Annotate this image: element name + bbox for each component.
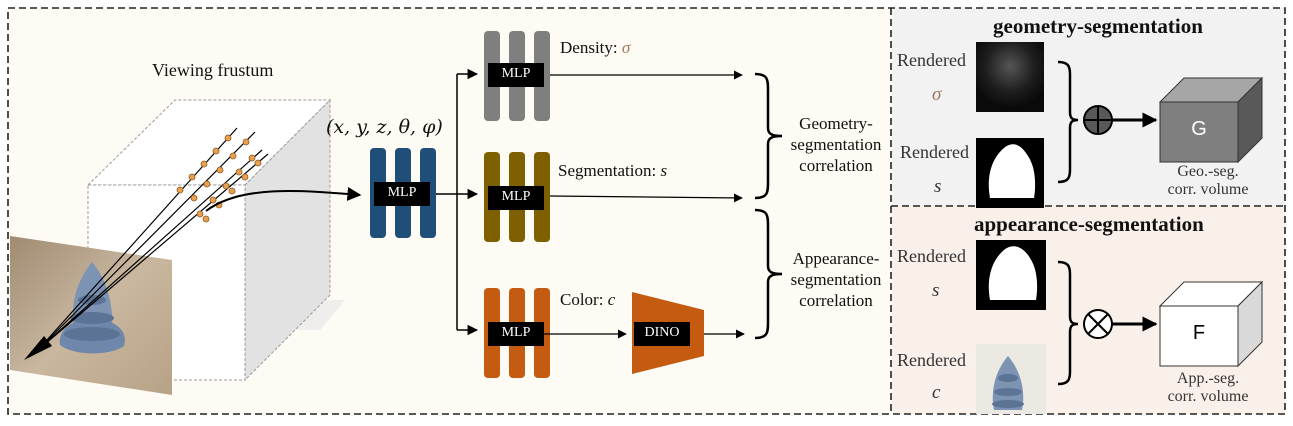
- density-mlp: [484, 31, 550, 121]
- app-caption-line-2: corr. volume: [1167, 388, 1249, 405]
- outer-dashed-border: [7, 7, 1286, 415]
- color-mlp: [484, 288, 550, 378]
- geo-corr-line-2: segmentation: [790, 135, 882, 154]
- rendered-color-label: Rendered: [897, 350, 966, 370]
- appearance-brace: [754, 208, 783, 340]
- app-volume-letter: F: [1192, 322, 1206, 344]
- rendered-seg-label-app: Rendered: [897, 246, 966, 266]
- app-volume-caption: App.-seg. corr. volume: [1150, 370, 1266, 406]
- rendered-seg-label-geo: Rendered: [900, 142, 969, 162]
- segmentation-output-arrow: [549, 193, 743, 203]
- color-mlp-label: MLP: [501, 325, 531, 340]
- seg-mask-app: [988, 246, 1038, 300]
- segmentation-text: Segmentation:: [558, 161, 657, 180]
- camera-arrowhead: [24, 336, 52, 360]
- geometry-brace: [754, 72, 783, 200]
- frustum-label: Viewing frustum: [152, 60, 274, 80]
- rendered-density-image: [976, 42, 1044, 112]
- geo-corr-line-3: correlation: [799, 156, 873, 175]
- segmentation-mlp-label: MLP: [501, 189, 531, 204]
- input-photo: [10, 236, 172, 395]
- appearance-correlation-label: Appearance- segmentation correlation: [780, 248, 892, 311]
- rendered-seg-symbol-app: s: [932, 280, 940, 301]
- branch-connectors: [436, 68, 479, 336]
- rendered-density-label: Rendered: [897, 50, 966, 70]
- segmentation-mlp: [484, 152, 550, 242]
- rendered-density-symbol: σ: [932, 84, 942, 105]
- color-symbol: c: [607, 290, 616, 309]
- input-mlp-label: MLP: [387, 185, 417, 200]
- color-output-label: Color: c: [560, 290, 615, 310]
- geo-corr-line-1: Geometry-: [799, 114, 873, 133]
- density-symbol: σ: [621, 38, 631, 57]
- appearance-panel-title: appearance-segmentation: [974, 212, 1204, 236]
- density-output-label: Density: σ: [560, 38, 630, 58]
- dino-encoder: [632, 292, 704, 374]
- geometry-panel-title: geometry-segmentation: [993, 14, 1203, 38]
- input-coords-label: (x, y, z, θ, φ): [326, 116, 443, 138]
- density-text: Density:: [560, 38, 618, 57]
- rendered-color-symbol: c: [932, 382, 941, 403]
- viewing-frustum: [86, 98, 345, 382]
- app-corr-line-2: segmentation: [790, 270, 882, 289]
- geo-caption-line-1: Geo.-seg.: [1177, 163, 1239, 180]
- segmentation-output-label: Segmentation: s: [558, 161, 667, 181]
- app-corr-line-1: Appearance-: [792, 249, 880, 268]
- app-caption-line-1: App.-seg.: [1176, 370, 1240, 387]
- seg-mask-geo: [988, 144, 1036, 198]
- rendered-seg-symbol-geo: s: [934, 176, 942, 197]
- appearance-small-brace: [1057, 260, 1079, 386]
- app-corr-volume-cube: [1158, 280, 1264, 368]
- color-text: Color:: [560, 290, 604, 309]
- dino-label: DINO: [644, 325, 680, 340]
- sample-points: [176, 134, 262, 223]
- geometry-small-brace: [1057, 60, 1079, 184]
- input-mlp: [370, 148, 436, 238]
- geo-volume-caption: Geo.-seg. corr. volume: [1150, 163, 1266, 199]
- geometry-correlation-label: Geometry- segmentation correlation: [780, 113, 892, 176]
- app-corr-line-3: correlation: [799, 291, 873, 310]
- geo-volume-letter: G: [1191, 118, 1207, 140]
- geo-corr-volume-cube: [1158, 76, 1264, 164]
- geo-caption-line-2: corr. volume: [1167, 181, 1249, 198]
- segmentation-symbol: s: [660, 161, 668, 180]
- frustum-to-mlp-arrow: [205, 186, 362, 212]
- density-mlp-label: MLP: [501, 66, 531, 81]
